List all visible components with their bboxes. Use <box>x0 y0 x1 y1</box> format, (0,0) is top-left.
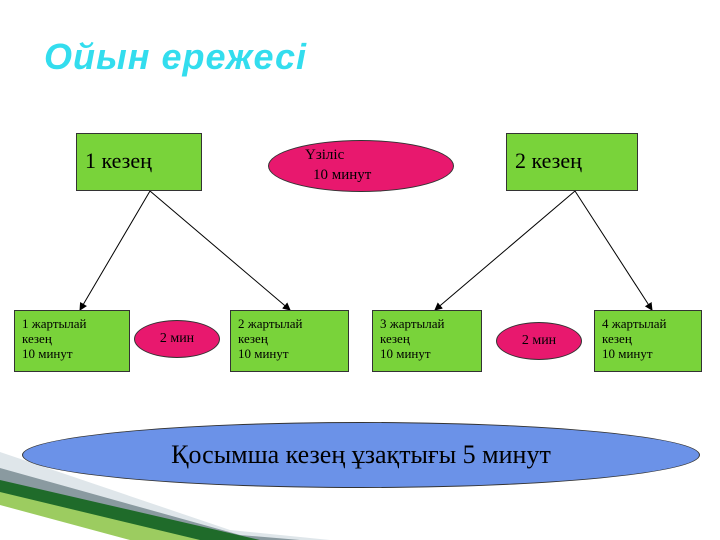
half-1-line2: кезең <box>22 331 52 346</box>
half-1-line1: 1 жартылай <box>22 316 87 331</box>
half-1-line3: 10 минут <box>22 346 73 361</box>
half-2-line3: 10 минут <box>238 346 289 361</box>
arrow-period1-half1 <box>79 190 151 311</box>
half-4-line3: 10 минут <box>602 346 653 361</box>
period-2-box: 2 кезең <box>506 133 638 191</box>
slide-title: Ойын ережесі <box>44 36 308 77</box>
period-1-box: 1 кезең <box>76 133 202 191</box>
half-2-line1: 2 жартылай <box>238 316 303 331</box>
arrow-period2-half3 <box>434 190 576 311</box>
short-break-2-label: 2 мин <box>521 333 557 348</box>
short-break-1-label: 2 мин <box>159 331 195 346</box>
half-4-line1: 4 жартылай <box>602 316 667 331</box>
extra-time-label: Қосымша кезең ұзақтығы 5 минут <box>171 440 551 469</box>
decor-stripe-white <box>0 505 130 540</box>
break-duration: 10 минут <box>313 167 372 183</box>
half-2-box: 2 жартылай кезең 10 минут <box>230 310 349 372</box>
period-1-label: 1 кезең <box>85 148 152 173</box>
half-4-box: 4 жартылай кезең 10 минут <box>594 310 702 372</box>
half-4-line2: кезең <box>602 331 632 346</box>
arrow-period1-half2 <box>149 190 291 311</box>
break-label: Үзіліс <box>305 147 345 163</box>
half-2-line2: кезең <box>238 331 268 346</box>
half-1-box: 1 жартылай кезең 10 минут <box>14 310 130 372</box>
extra-time-ellipse: Қосымша кезең ұзақтығы 5 минут <box>22 422 700 488</box>
half-3-box: 3 жартылай кезең 10 минут <box>372 310 482 372</box>
break-ellipse: Үзіліс 10 минут <box>268 140 454 192</box>
arrow-period2-half4 <box>574 190 653 311</box>
short-break-1-ellipse: 2 мин <box>134 320 220 358</box>
half-3-line3: 10 минут <box>380 346 431 361</box>
short-break-2-ellipse: 2 мин <box>496 322 582 360</box>
period-2-label: 2 кезең <box>515 148 582 173</box>
half-3-line2: кезең <box>380 331 410 346</box>
half-3-line1: 3 жартылай <box>380 316 445 331</box>
